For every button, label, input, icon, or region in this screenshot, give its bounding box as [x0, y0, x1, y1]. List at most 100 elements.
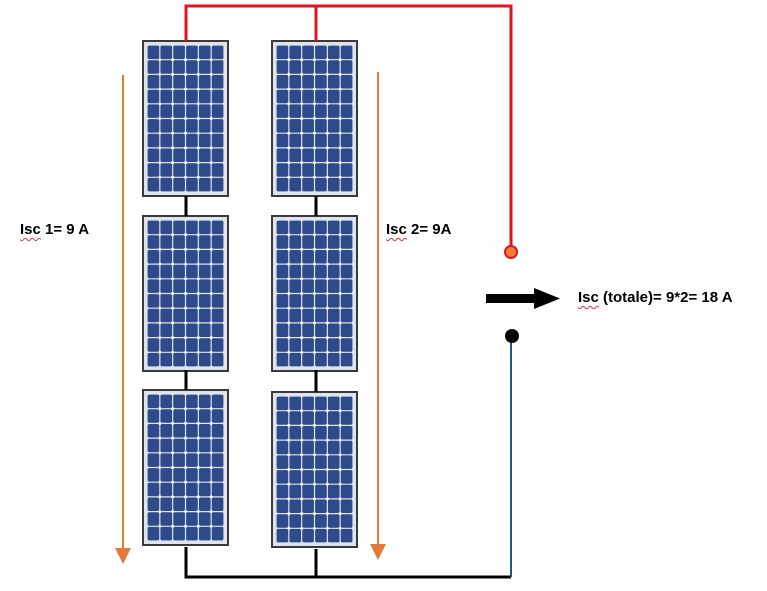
solar-cell: [147, 45, 160, 60]
solar-cell: [186, 352, 198, 367]
solar-cell: [289, 528, 302, 543]
solar-cell: [211, 89, 224, 104]
solar-cell: [315, 45, 327, 60]
solar-cell: [327, 104, 340, 118]
solar-cell: [302, 45, 314, 60]
solar-cell: [147, 497, 160, 511]
solar-cell: [315, 294, 327, 308]
solar-cell: [173, 264, 185, 279]
solar-cell: [340, 163, 353, 177]
solar-cell: [147, 133, 160, 148]
solar-cell: [186, 45, 198, 60]
solar-cell: [160, 148, 173, 162]
solar-cell: [276, 264, 289, 279]
solar-cell: [160, 308, 173, 323]
solar-cell: [315, 396, 327, 411]
solar-cell: [315, 279, 327, 293]
solar-cell: [160, 453, 173, 467]
solar-cell: [186, 497, 198, 511]
solar-cell: [315, 514, 327, 528]
solar-cell: [327, 308, 340, 323]
solar-cell: [160, 424, 173, 438]
solar-cell: [315, 264, 327, 279]
solar-cell: [276, 60, 289, 74]
negative-terminal: [505, 329, 519, 343]
solar-cell: [289, 45, 302, 60]
solar-cell: [198, 235, 211, 249]
solar-cell: [198, 177, 211, 192]
solar-cell: [173, 453, 185, 467]
solar-cell: [327, 352, 340, 367]
solar-cell: [302, 426, 314, 440]
solar-cell: [211, 60, 224, 74]
solar-cell: [173, 250, 185, 264]
solar-cell: [340, 308, 353, 323]
solar-cell: [160, 438, 173, 453]
solar-cell: [315, 220, 327, 235]
solar-cell: [276, 440, 289, 455]
solar-cell: [302, 499, 314, 513]
solar-cell: [173, 177, 185, 192]
solar-cell: [198, 409, 211, 423]
solar-cell: [289, 148, 302, 162]
solar-cell: [198, 512, 211, 526]
solar-cell: [147, 279, 160, 293]
solar-cell: [211, 45, 224, 60]
solar-panel: [142, 389, 229, 546]
solar-cell: [315, 163, 327, 177]
solar-cell: [302, 89, 314, 104]
solar-cell: [147, 60, 160, 74]
solar-cell: [160, 119, 173, 133]
solar-cell: [327, 75, 340, 89]
solar-cell: [315, 484, 327, 499]
solar-cell: [147, 482, 160, 497]
solar-cell: [289, 470, 302, 484]
isc-total-value: (totale)= 9*2= 18 A: [598, 289, 733, 306]
solar-cell: [276, 279, 289, 293]
isc-abbrev: Isc: [386, 221, 407, 238]
solar-cell: [211, 394, 224, 409]
solar-cell: [173, 163, 185, 177]
solar-cell: [340, 396, 353, 411]
solar-cell: [173, 104, 185, 118]
solar-cell: [173, 424, 185, 438]
solar-cell: [160, 394, 173, 409]
solar-cell: [211, 512, 224, 526]
solar-cell: [289, 104, 302, 118]
solar-cell: [327, 426, 340, 440]
solar-cell: [160, 60, 173, 74]
solar-cell: [315, 250, 327, 264]
solar-cell: [198, 279, 211, 293]
solar-cell: [340, 338, 353, 352]
solar-cell: [186, 119, 198, 133]
solar-cell: [340, 104, 353, 118]
solar-cell: [198, 394, 211, 409]
solar-cell: [340, 528, 353, 543]
solar-cell: [147, 250, 160, 264]
solar-cell: [327, 323, 340, 337]
solar-cell: [211, 308, 224, 323]
solar-cell: [147, 220, 160, 235]
solar-cell: [211, 468, 224, 482]
solar-cell: [315, 440, 327, 455]
solar-cell: [302, 528, 314, 543]
solar-cell: [186, 512, 198, 526]
solar-cell: [340, 250, 353, 264]
solar-cell: [160, 279, 173, 293]
solar-cell: [289, 279, 302, 293]
solar-cell: [276, 323, 289, 337]
solar-cell: [276, 148, 289, 162]
solar-cell: [160, 45, 173, 60]
solar-cell: [302, 75, 314, 89]
solar-cell: [302, 396, 314, 411]
solar-cell: [198, 438, 211, 453]
solar-cell: [327, 45, 340, 60]
solar-cell: [289, 484, 302, 499]
solar-cell: [198, 45, 211, 60]
solar-cell: [276, 411, 289, 425]
solar-cell: [147, 235, 160, 249]
solar-cell: [186, 75, 198, 89]
solar-cell: [173, 89, 185, 104]
solar-cell: [327, 470, 340, 484]
solar-cell: [315, 89, 327, 104]
